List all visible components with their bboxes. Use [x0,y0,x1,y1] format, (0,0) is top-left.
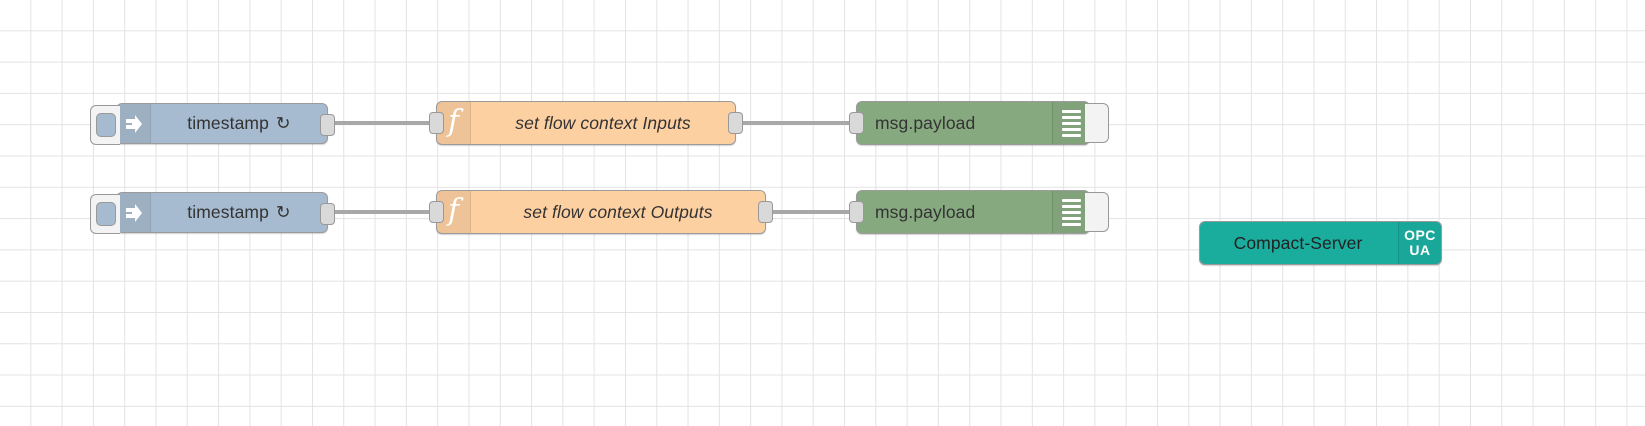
inject-label-text-1: timestamp [187,113,269,133]
wire-inject-to-function-2[interactable] [326,210,436,214]
wire-inject-to-function-1[interactable] [326,121,436,125]
inject-trigger-button-2[interactable] [90,194,120,234]
opc-ua-icon: OPC UA [1398,222,1441,264]
opcua-server-node[interactable]: Compact-Server OPC UA [1199,221,1442,265]
inject-output-port-1[interactable] [320,114,335,136]
debug-node-1[interactable]: msg.payload [849,101,1109,145]
function-f-glyph-1: f [447,104,460,139]
debug-node-2[interactable]: msg.payload [849,190,1109,234]
function-f-glyph-2: f [447,193,460,228]
function-output-port-1[interactable] [728,112,743,134]
debug-lines-glyph-2 [1061,198,1081,226]
inject-label-text-2: timestamp [187,202,269,222]
inject-trigger-button-inner-1 [95,113,116,137]
opcua-node-label: Compact-Server [1233,232,1363,253]
function-output-port-2[interactable] [758,201,773,223]
inject-node-label-2: timestamp ↻ [151,193,327,232]
inject-node-1[interactable]: timestamp ↻ [90,103,335,145]
function-node-2[interactable]: f set flow context Outputs [429,190,773,234]
debug-node-label-2: msg.payload [875,201,976,222]
debug-enable-toggle-2[interactable] [1085,192,1109,232]
opc-ua-icon-line2: UA [1409,242,1431,258]
inject-node-2[interactable]: timestamp ↻ [90,192,335,234]
inject-output-port-2[interactable] [320,203,335,225]
function-input-port-1[interactable] [429,112,444,134]
function-input-port-2[interactable] [429,201,444,223]
debug-input-port-2[interactable] [849,201,864,223]
debug-node-label-1: msg.payload [875,112,976,133]
inject-repeat-icon-2: ↻ [275,202,291,222]
debug-input-port-1[interactable] [849,112,864,134]
opc-ua-icon-line1: OPC [1404,227,1436,243]
function-node-label-1: set flow context Inputs [515,112,691,133]
debug-lines-icon-1 [1052,102,1089,144]
wire-function-to-debug-2[interactable] [761,210,856,214]
inject-arrow-icon-2 [117,193,151,232]
debug-lines-glyph-1 [1061,109,1081,137]
inject-node-label-1: timestamp ↻ [151,104,327,143]
function-node-label-2: set flow context Outputs [523,201,713,222]
wire-function-to-debug-1[interactable] [731,121,856,125]
debug-enable-toggle-1[interactable] [1085,103,1109,143]
inject-arrow-icon-1 [117,104,151,143]
debug-lines-icon-2 [1052,191,1089,233]
inject-repeat-icon-1: ↻ [275,113,291,133]
inject-trigger-button-1[interactable] [90,105,120,145]
function-node-1[interactable]: f set flow context Inputs [429,101,743,145]
inject-trigger-button-inner-2 [95,202,116,226]
